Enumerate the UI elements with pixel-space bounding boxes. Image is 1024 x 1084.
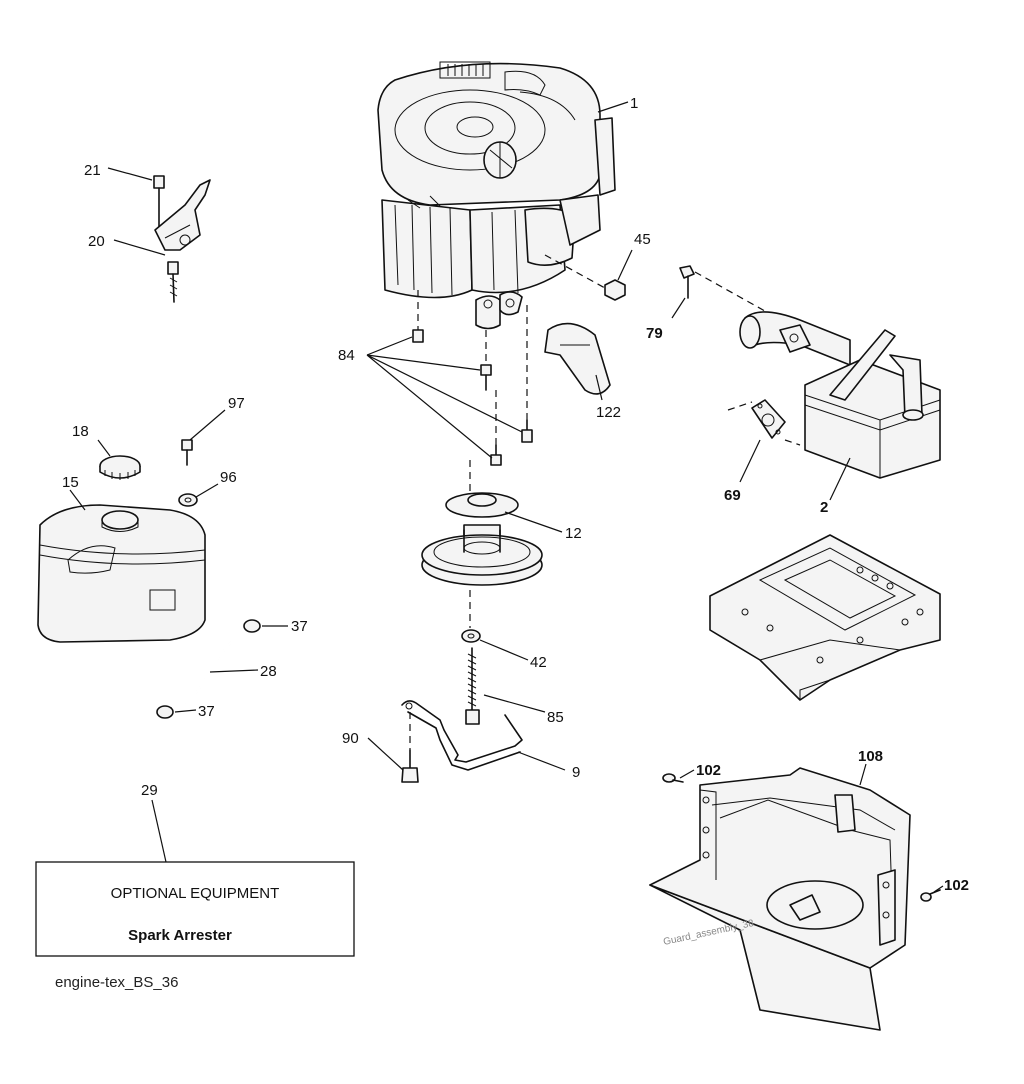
bolt-97-drawing [181, 439, 193, 466]
leader-20 [113, 239, 166, 256]
callout-21: 21 [84, 162, 101, 179]
fuel-tank-15-drawing [37, 504, 206, 643]
callout-79: 79 [646, 325, 663, 342]
callout-37-bottom: 37 [198, 703, 215, 720]
leader-21 [107, 167, 153, 181]
callout-85: 85 [547, 709, 564, 726]
fuel-cap-18-drawing [99, 455, 141, 480]
callout-9: 9 [572, 764, 580, 781]
guard-108-drawing [649, 767, 911, 1031]
optional-equipment-title: OPTIONAL EQUIPMENT [111, 885, 280, 902]
bolts-84-drawing [412, 290, 533, 466]
bracket-9-drawing [401, 700, 523, 771]
gasket-69-drawing [751, 399, 786, 439]
callout-102-right: 102 [944, 877, 969, 894]
screw-102-left-drawing [662, 773, 684, 783]
fuel-line-28-drawing [156, 619, 261, 719]
callout-45: 45 [634, 231, 651, 248]
callout-96: 96 [220, 469, 237, 486]
callout-97: 97 [228, 395, 245, 412]
callout-28: 28 [260, 663, 277, 680]
bolt-85-drawing [465, 647, 480, 725]
callout-20: 20 [88, 233, 105, 250]
washer-96-drawing [178, 493, 198, 507]
callout-69: 69 [724, 487, 741, 504]
muffler-drawing [739, 311, 941, 479]
callout-1: 1 [630, 95, 638, 112]
callout-37-top: 37 [291, 618, 308, 635]
nut-45-drawing [604, 279, 626, 301]
shield-122-drawing [544, 322, 611, 395]
screw-102-right-drawing [920, 889, 941, 902]
callout-15: 15 [62, 474, 79, 491]
optional-equipment-item: Spark Arrester [128, 927, 232, 944]
callout-122: 122 [596, 404, 621, 421]
engine-mount-frame-drawing [709, 534, 941, 701]
callout-2: 2 [820, 499, 828, 516]
callout-108: 108 [858, 748, 883, 765]
washer-42-drawing [461, 629, 481, 643]
callout-90: 90 [342, 730, 359, 747]
bolt-79-drawing [679, 265, 695, 299]
callout-102-left: 102 [696, 762, 721, 779]
engine-drawing [377, 61, 616, 330]
callout-12: 12 [565, 525, 582, 542]
callout-84: 84 [338, 347, 355, 364]
diagram-code: engine-tex_BS_36 [55, 974, 178, 991]
bolt-90-drawing [401, 712, 419, 783]
callout-29: 29 [141, 782, 158, 799]
throttle-bracket-drawing [153, 175, 211, 303]
leader-1 [597, 101, 629, 113]
optional-equipment-box [35, 861, 355, 957]
pulley-12-drawing [421, 492, 543, 586]
callout-18: 18 [72, 423, 89, 440]
callout-42: 42 [530, 654, 547, 671]
